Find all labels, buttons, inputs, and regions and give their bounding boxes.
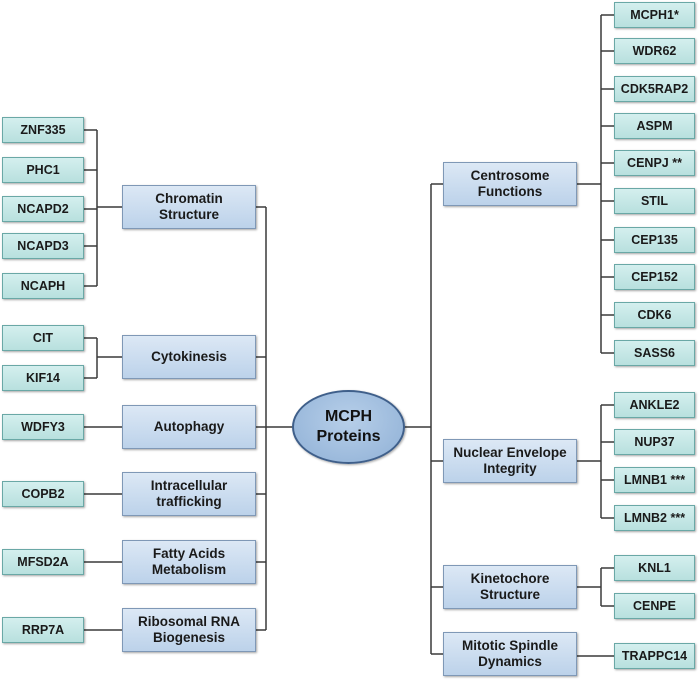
gene-cenpe: CENPE — [614, 593, 695, 619]
gene-ncapd3: NCAPD3 — [2, 233, 84, 259]
gene-copb2: COPB2 — [2, 481, 84, 507]
gene-kif14: KIF14 — [2, 365, 84, 391]
gene-cep135: CEP135 — [614, 227, 695, 253]
gene-nup37: NUP37 — [614, 429, 695, 455]
category-centrosome-functions: Centrosome Functions — [443, 162, 577, 206]
category-cytokinesis: Cytokinesis — [122, 335, 256, 379]
gene-trappc14: TRAPPC14 — [614, 643, 695, 669]
gene-sass6: SASS6 — [614, 340, 695, 366]
gene-mcph1: MCPH1* — [614, 2, 695, 28]
gene-wdfy3: WDFY3 — [2, 414, 84, 440]
category-fatty-acids-metabolism: Fatty Acids Metabolism — [122, 540, 256, 584]
gene-lmnb1: LMNB1 *** — [614, 467, 695, 493]
gene-cit: CIT — [2, 325, 84, 351]
gene-aspm: ASPM — [614, 113, 695, 139]
category-nuclear-envelope-integrity: Nuclear Envelope Integrity — [443, 439, 577, 483]
gene-cep152: CEP152 — [614, 264, 695, 290]
gene-cenpj: CENPJ ** — [614, 150, 695, 176]
category-intracellular-trafficking: Intracellular trafficking — [122, 472, 256, 516]
category-autophagy: Autophagy — [122, 405, 256, 449]
gene-stil: STIL — [614, 188, 695, 214]
gene-cdk6: CDK6 — [614, 302, 695, 328]
root-node-mcph-proteins: MCPH Proteins — [292, 390, 405, 464]
category-mitotic-spindle-dynamics: Mitotic Spindle Dynamics — [443, 632, 577, 676]
gene-knl1: KNL1 — [614, 555, 695, 581]
gene-ncapd2: NCAPD2 — [2, 196, 84, 222]
category-chromatin-structure: Chromatin Structure — [122, 185, 256, 229]
gene-wdr62: WDR62 — [614, 38, 695, 64]
category-ribosomal-rna-biogenesis: Ribosomal RNA Biogenesis — [122, 608, 256, 652]
gene-cdk5rap2: CDK5RAP2 — [614, 76, 695, 102]
gene-phc1: PHC1 — [2, 157, 84, 183]
gene-lmnb2: LMNB2 *** — [614, 505, 695, 531]
gene-ankle2: ANKLE2 — [614, 392, 695, 418]
gene-rrp7a: RRP7A — [2, 617, 84, 643]
gene-ncaph: NCAPH — [2, 273, 84, 299]
category-kinetochore-structure: Kinetochore Structure — [443, 565, 577, 609]
gene-mfsd2a: MFSD2A — [2, 549, 84, 575]
gene-znf335: ZNF335 — [2, 117, 84, 143]
